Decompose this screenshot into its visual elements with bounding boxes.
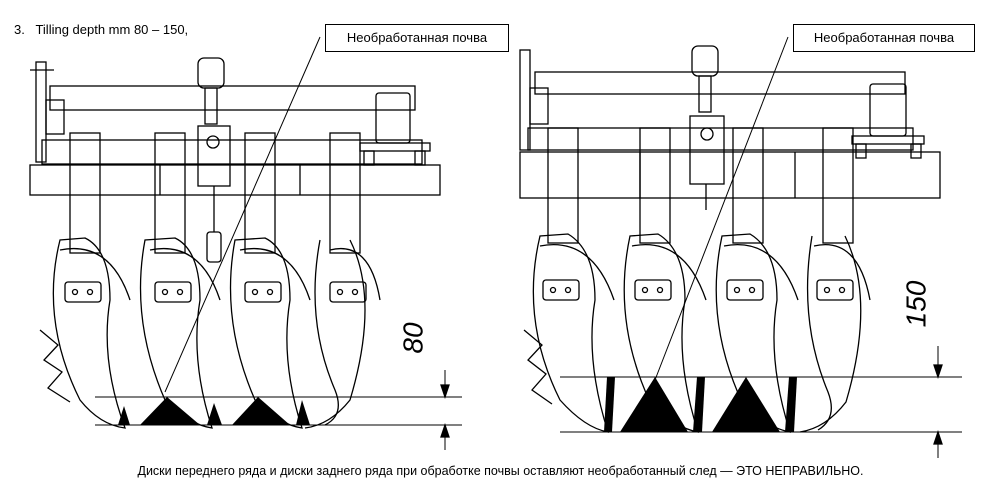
right-shank-3 (732, 127, 764, 244)
figure-caption: Диски переднего ряда и диски заднего ряд… (137, 464, 864, 478)
right-frame-beam-top (534, 71, 906, 95)
dimension-label-left: 80 (397, 322, 429, 354)
left-hitch-body (197, 125, 231, 187)
right-untilled-soil (604, 377, 797, 432)
left-disc-3 (229, 237, 303, 429)
left-shank-4 (329, 132, 361, 254)
left-leader-line (164, 36, 321, 393)
right-shank-1 (547, 127, 579, 244)
left-shank-3 (244, 132, 276, 254)
left-hitch-top (197, 57, 225, 89)
left-assembly (29, 36, 462, 450)
right-disc-4 (806, 235, 832, 431)
item-heading: 3. Tilling depth mm 80 – 150, (14, 22, 188, 37)
left-frame-beam-lower (29, 164, 441, 196)
right-shank-2 (639, 127, 671, 244)
left-untilled-soil (118, 397, 310, 425)
right-leader-line (654, 36, 789, 381)
left-shank-1 (69, 132, 101, 254)
dimension-label-right: 150 (900, 280, 932, 328)
item-text: Tilling depth mm 80 – 150, (35, 22, 189, 37)
left-frame-beam-top (49, 85, 416, 111)
callout-untilled-soil-left: Необработанная почва (325, 24, 509, 52)
right-assembly (519, 36, 962, 458)
left-frame-beam-bottom (41, 139, 423, 165)
callout-untilled-soil-right: Необработанная почва (793, 24, 975, 52)
right-hitch-body (689, 115, 725, 185)
left-end-block (375, 92, 411, 144)
right-shank-4 (822, 127, 854, 244)
right-disc-1 (532, 233, 609, 433)
item-number: 3. (14, 22, 25, 37)
left-disc-1 (52, 237, 126, 429)
left-disc-2 (139, 237, 213, 429)
left-shank-2 (154, 132, 186, 254)
right-frame-beam-bottom (527, 127, 914, 151)
right-frame-beam-lower (519, 151, 941, 199)
